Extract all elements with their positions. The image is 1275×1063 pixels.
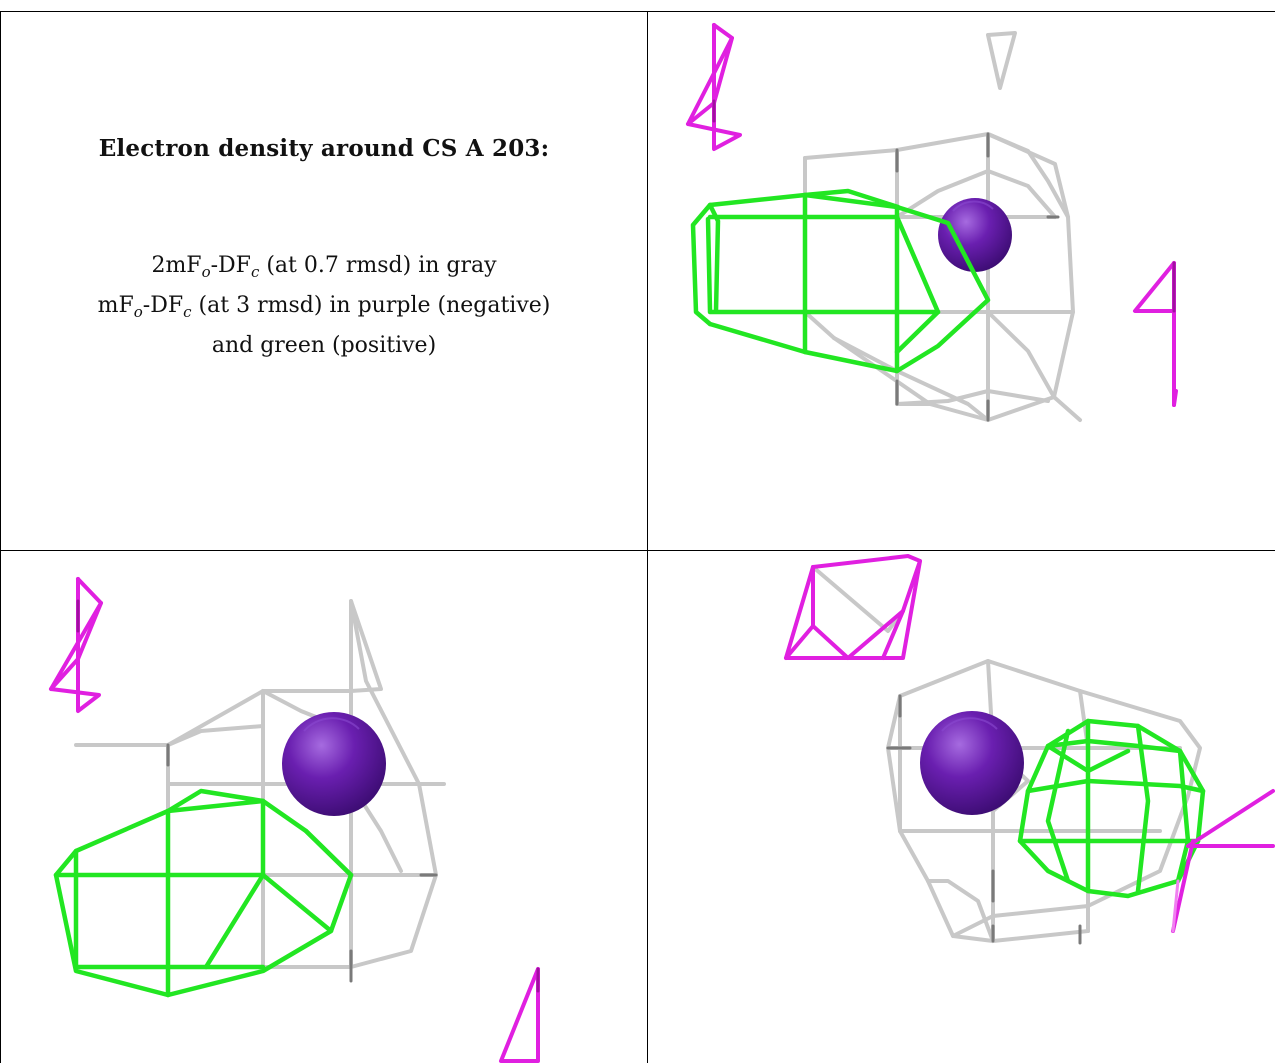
cesium-atom-sphere [920, 711, 1024, 815]
caption-cell: Electron density around CS A 203: 2mFo-D… [1, 11, 647, 550]
table-border-center [647, 11, 648, 1063]
caption-title: Electron density around CS A 203: [98, 135, 550, 162]
legend-line-2mfo: 2mFo-DFc (at 0.7 rmsd) in gray [1, 249, 647, 289]
cesium-atom-sphere [938, 198, 1012, 272]
view-top-right [648, 11, 1275, 550]
legend-text: mF [97, 293, 134, 318]
table-border-middle [0, 550, 1275, 551]
density-render-bottom-left [49, 577, 540, 1063]
legend-line-green: and green (positive) [211, 333, 437, 358]
legend-subscript: o [133, 303, 143, 321]
purple-density-mesh [49, 577, 540, 1063]
gray-density-mesh [74, 599, 446, 969]
green-density-mesh [1017, 718, 1206, 899]
legend-subscript: o [201, 263, 211, 281]
legend-subscript: c [183, 303, 192, 321]
green-density-mesh [690, 188, 991, 374]
legend-text: -DF [210, 253, 251, 278]
legend-text: 2mF [151, 253, 202, 278]
purple-density-mesh [784, 554, 1275, 933]
density-render-bottom-right [784, 554, 1275, 945]
table-border-left [0, 11, 1, 1063]
table-border-top [0, 11, 1275, 12]
caption-legend: 2mFo-DFc (at 0.7 rmsd) in gray mFo-DFc (… [1, 249, 647, 363]
density-render-top-right [686, 23, 1178, 422]
green-density-mesh [53, 788, 354, 998]
view-bottom-right [648, 551, 1275, 1063]
legend-text: (at 0.7 rmsd) in gray [259, 253, 497, 278]
legend-text: (at 3 rmsd) in purple (negative) [191, 293, 551, 318]
legend-line-mfo: mFo-DFc (at 3 rmsd) in purple (negative) [1, 289, 647, 329]
legend-subscript: c [250, 263, 260, 281]
view-bottom-left [1, 551, 647, 1063]
legend-text: -DF [142, 293, 184, 318]
cesium-atom-sphere [282, 712, 386, 816]
